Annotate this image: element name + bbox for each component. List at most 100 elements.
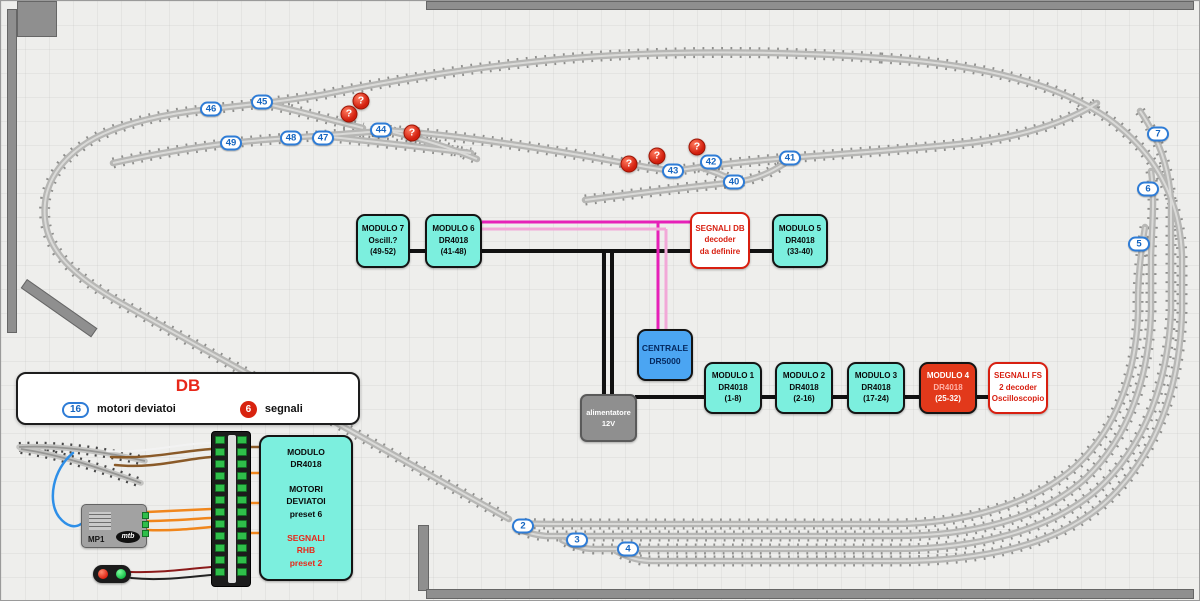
wall-top-left-corner — [17, 1, 57, 37]
module-box-centrale-dr5000[interactable]: CENTRALE DR5000 — [637, 329, 693, 381]
module-title: MODULO 7 — [361, 224, 405, 234]
signal-light[interactable] — [93, 565, 131, 583]
signal-light-green-icon — [116, 569, 126, 579]
turnout-marker-41[interactable]: 41 — [779, 150, 801, 166]
signal-light-red-icon — [98, 569, 108, 579]
module-box-alimentatore[interactable]: alimentatore 12V — [580, 394, 637, 442]
module-title: MODULO 1 — [711, 371, 755, 381]
turnout-marker-48[interactable]: 48 — [280, 130, 302, 146]
module-box-modulo3[interactable]: MODULO 3 DR4018 (17-24) — [847, 362, 905, 414]
module-line: (41-48) — [440, 247, 467, 257]
turnout-marker-47[interactable]: 47 — [312, 130, 334, 146]
turnout-marker-44[interactable]: 44 — [370, 122, 392, 138]
module-title: MODULO 5 — [778, 224, 822, 234]
mp1-label: MP1 — [88, 535, 105, 544]
terminal-cell — [237, 544, 247, 552]
turnout-marker-43[interactable]: 43 — [662, 163, 684, 179]
terminal-cell — [237, 484, 247, 492]
module-title: SEGNALI DB — [695, 223, 745, 233]
signal-bus-magenta — [482, 220, 691, 331]
module-line: 2 decoder — [999, 382, 1037, 392]
turnout-marker-42[interactable]: 42 — [700, 154, 722, 170]
module-box-modulo6[interactable]: MODULO 6 DR4018 (41-48) — [425, 214, 482, 268]
module-title: CENTRALE — [641, 343, 689, 354]
signal-marker-3[interactable]: ? — [403, 124, 421, 142]
module-line: DR4018 — [785, 235, 815, 245]
terminal-cell — [237, 448, 247, 456]
turnout-marker-46[interactable]: 46 — [200, 101, 222, 117]
module-box-segnali-db[interactable]: SEGNALI DB decoder da definire — [690, 212, 750, 269]
signals-count-badge: 6 — [239, 401, 257, 418]
terminal-cell — [215, 472, 225, 480]
turnout-marker-2[interactable]: 2 — [512, 518, 534, 534]
terminal-cell — [215, 484, 225, 492]
module-box-modulo7[interactable]: MODULO 7 Oscill.? (49-52) — [356, 214, 410, 268]
module-line: DR4018 — [861, 382, 891, 392]
detail-module-signals: SEGNALI RHB preset 2 — [287, 532, 325, 568]
terminal-cell — [215, 460, 225, 468]
module-line: DR5000 — [649, 355, 681, 366]
module-title: alimentatore — [586, 407, 631, 417]
module-title: MODULO 3 — [854, 371, 898, 381]
terminal-strip-labels — [228, 435, 236, 583]
module-box-modulo5[interactable]: MODULO 5 DR4018 (33-40) — [772, 214, 828, 268]
terminal-cell — [215, 532, 225, 540]
terminal-cell — [215, 508, 225, 516]
terminal-cell — [215, 436, 225, 444]
signal-marker-4[interactable]: ? — [620, 155, 638, 173]
terminal-cell — [237, 532, 247, 540]
terminal-strip[interactable] — [211, 431, 251, 587]
mp1-pin — [142, 530, 149, 537]
module-line: (49-52) — [370, 247, 396, 257]
turnout-marker-7[interactable]: 7 — [1147, 126, 1169, 142]
signal-marker-6[interactable]: ? — [688, 138, 706, 156]
detail-wires — [51, 442, 261, 581]
turnout-marker-40[interactable]: 40 — [723, 174, 745, 190]
terminal-cell — [215, 520, 225, 528]
terminal-cell — [237, 460, 247, 468]
signal-marker-5[interactable]: ? — [648, 147, 666, 165]
module-line: DR4018 — [933, 382, 963, 392]
module-line: (2-16) — [793, 394, 815, 404]
module-box-modulo4[interactable]: MODULO 4 DR4018 (25-32) — [919, 362, 977, 414]
wall-bottom-left — [418, 525, 429, 591]
mp1-pin — [142, 521, 149, 528]
module-title: MODULO 2 — [782, 371, 826, 381]
turnout-marker-4[interactable]: 4 — [617, 541, 639, 557]
detail-module-name: MODULO DR4018 — [287, 446, 325, 470]
terminal-cell — [237, 568, 247, 576]
legend-title: DB — [175, 376, 201, 395]
module-line: decoder — [704, 235, 736, 245]
turnout-marker-5[interactable]: 5 — [1128, 236, 1150, 252]
module-line: (25-32) — [935, 394, 961, 404]
motors-label: motori deviatoi — [97, 403, 176, 415]
turnout-marker-45[interactable]: 45 — [251, 94, 273, 110]
detail-module-motors: MOTORI DEVIATOI preset 6 — [286, 483, 326, 519]
module-title: SEGNALI FS — [993, 371, 1042, 381]
legend-box[interactable]: DB 16 motori deviatoi 6 segnali — [16, 372, 360, 425]
turnout-marker-6[interactable]: 6 — [1137, 181, 1159, 197]
signal-marker-1[interactable]: ? — [352, 92, 370, 110]
terminal-cell — [215, 448, 225, 456]
module-line: DR4018 — [718, 382, 748, 392]
signals-label: segnali — [264, 403, 303, 415]
module-box-segnali-fs[interactable]: SEGNALI FS 2 decoder Oscilloscopio — [988, 362, 1048, 414]
turnout-marker-49[interactable]: 49 — [220, 135, 242, 151]
module-box-dr4018-detail[interactable]: MODULO DR4018 MOTORI DEVIATOI preset 6 S… — [259, 435, 353, 581]
terminal-cell — [237, 472, 247, 480]
mtb-logo: mtb — [116, 531, 140, 543]
signal-marker-2[interactable]: ? — [340, 105, 358, 123]
mp1-decoder[interactable]: MP1 mtb — [81, 504, 149, 548]
terminal-cell — [237, 496, 247, 504]
terminal-cell — [215, 556, 225, 564]
wall-top — [426, 1, 1194, 10]
turnout-marker-3[interactable]: 3 — [566, 532, 588, 548]
module-box-modulo1[interactable]: MODULO 1 DR4018 (1-8) — [704, 362, 762, 414]
terminal-cell — [215, 496, 225, 504]
module-line: Oscilloscopio — [991, 394, 1045, 404]
module-box-modulo2[interactable]: MODULO 2 DR4018 (2-16) — [775, 362, 833, 414]
module-line: DR4018 — [789, 382, 819, 392]
module-line: (1-8) — [724, 394, 742, 404]
